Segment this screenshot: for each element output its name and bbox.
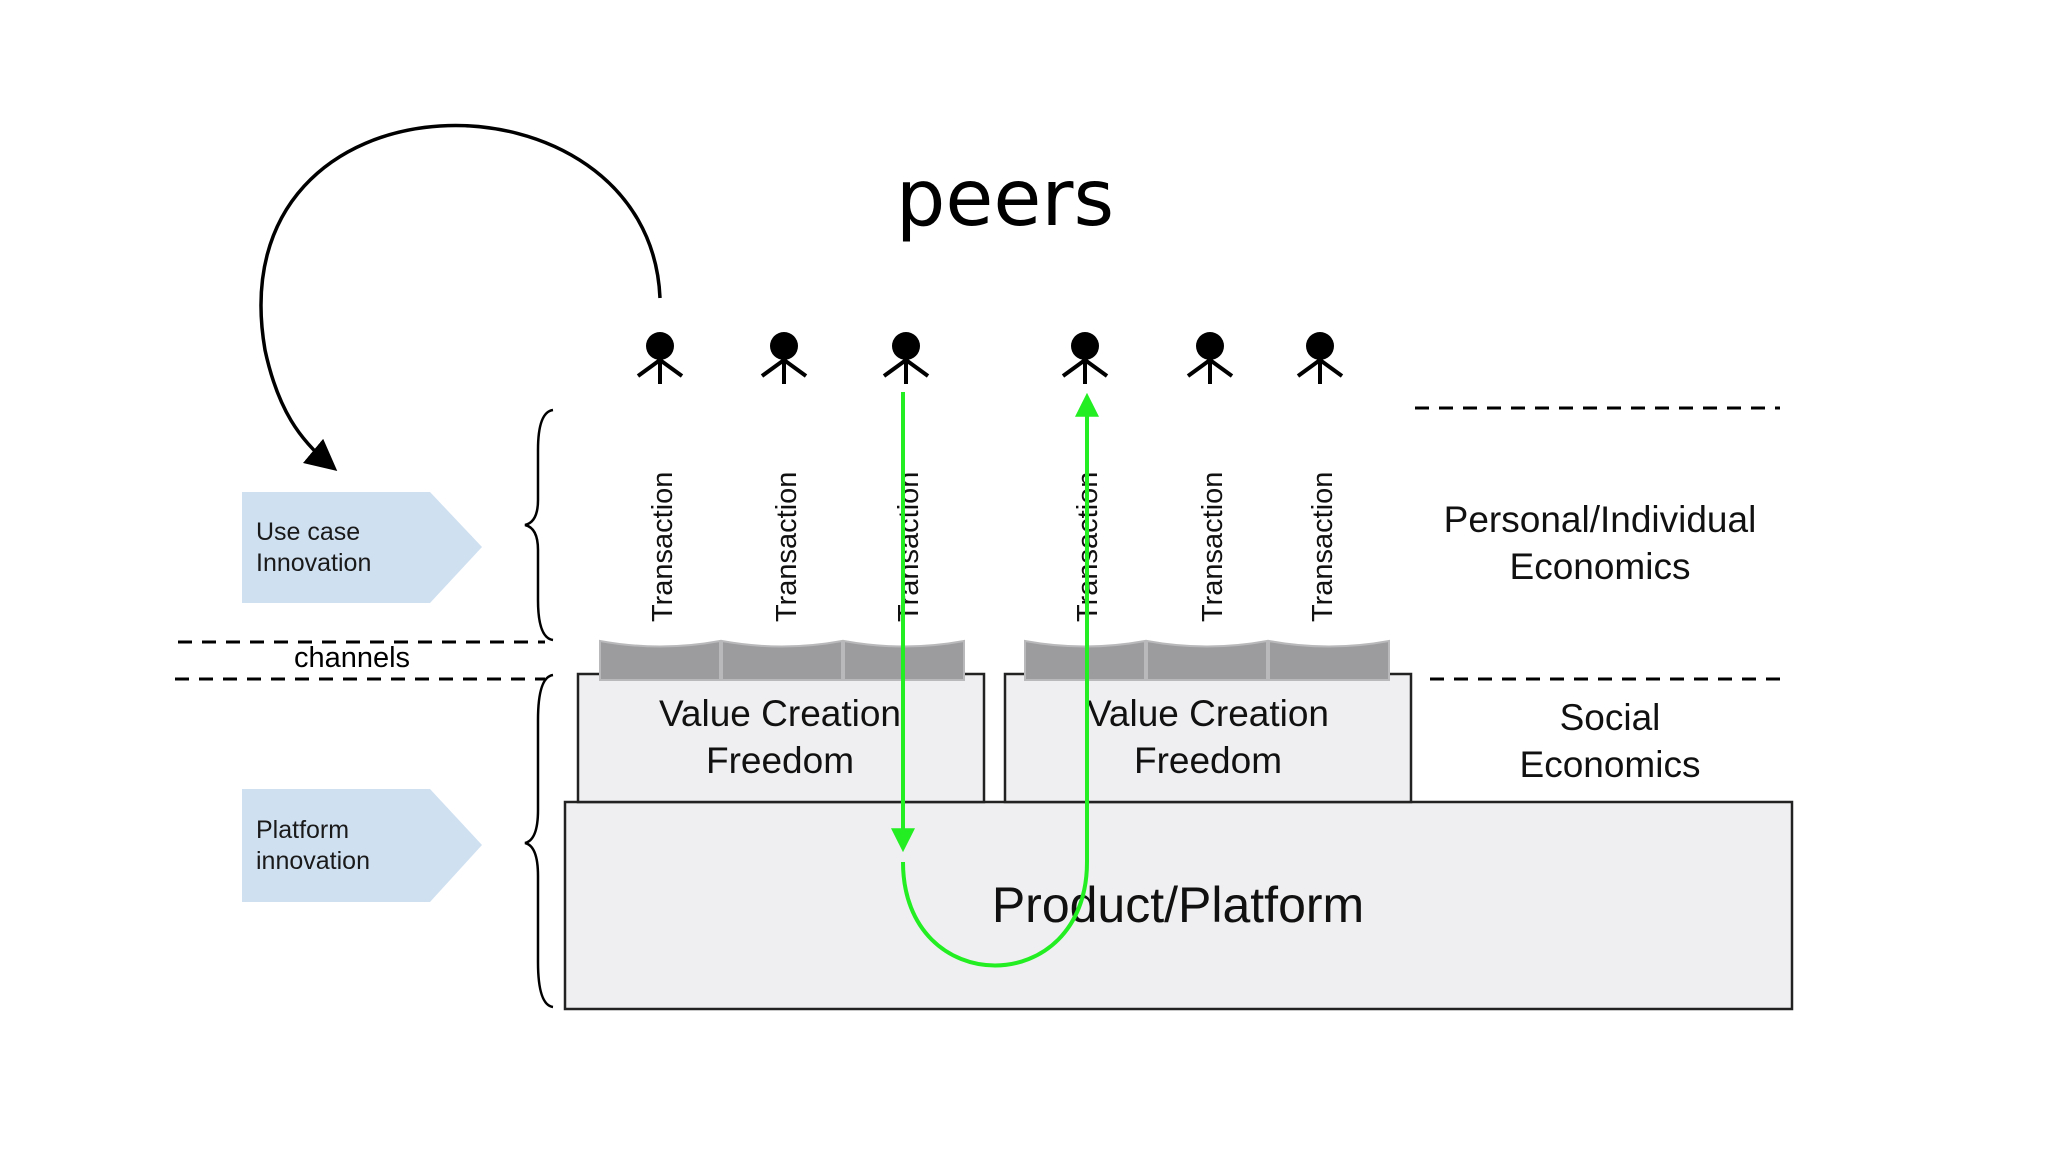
transaction-label: Transaction (893, 472, 925, 622)
platform-label: Product/Platform (992, 877, 1364, 933)
peer-figure-icon (882, 332, 930, 384)
lower-brace (524, 673, 554, 1009)
value-creation-left-line1: Value Creation (659, 693, 901, 734)
platform-callout-shape (242, 789, 482, 902)
peers-title: peers (896, 154, 1114, 244)
channel-tray (599, 639, 721, 681)
channel-tray (721, 639, 843, 681)
platform-box (563, 800, 1794, 1011)
value-creation-right-line2: Freedom (1134, 740, 1282, 781)
peer-figure-icon (1061, 332, 1109, 384)
value-creation-box-left (576, 672, 986, 804)
personal-economics-line2: Economics (1510, 546, 1691, 587)
transaction-label: Transaction (1307, 472, 1339, 622)
peer-figures (636, 332, 1344, 384)
transaction-label: Transaction (771, 472, 803, 622)
use-case-callout-line1: Use case (256, 518, 360, 546)
use-case-callout-shape (242, 492, 482, 603)
personal-economics-line1: Personal/Individual (1444, 499, 1757, 540)
transaction-label: Transaction (647, 472, 679, 622)
platform-callout-line2: innovation (256, 847, 370, 875)
platform-callout-line1: Platform (256, 816, 349, 844)
upper-brace (524, 408, 554, 642)
channel-tray (1146, 639, 1268, 681)
use-case-callout-line2: Innovation (256, 549, 371, 577)
transaction-label: Transaction (1197, 472, 1229, 622)
peer-figure-icon (1186, 332, 1234, 384)
channel-tray (1268, 639, 1390, 681)
transaction-labels: Transaction Transaction Transaction Transac… (647, 472, 1339, 622)
channel-trays (599, 639, 1390, 681)
feedback-curve-arrow (259, 123, 662, 472)
peer-figure-icon (760, 332, 808, 384)
peer-figure-icon (636, 332, 684, 384)
value-creation-right-line1: Value Creation (1087, 693, 1329, 734)
transaction-flow-loop (901, 832, 1089, 968)
social-economics-line2: Economics (1520, 744, 1701, 785)
value-creation-box-right (1003, 672, 1413, 804)
social-economics-line1: Social (1560, 697, 1661, 738)
channels-label: channels (294, 642, 410, 674)
value-creation-left-line2: Freedom (706, 740, 854, 781)
peer-figure-icon (1296, 332, 1344, 384)
